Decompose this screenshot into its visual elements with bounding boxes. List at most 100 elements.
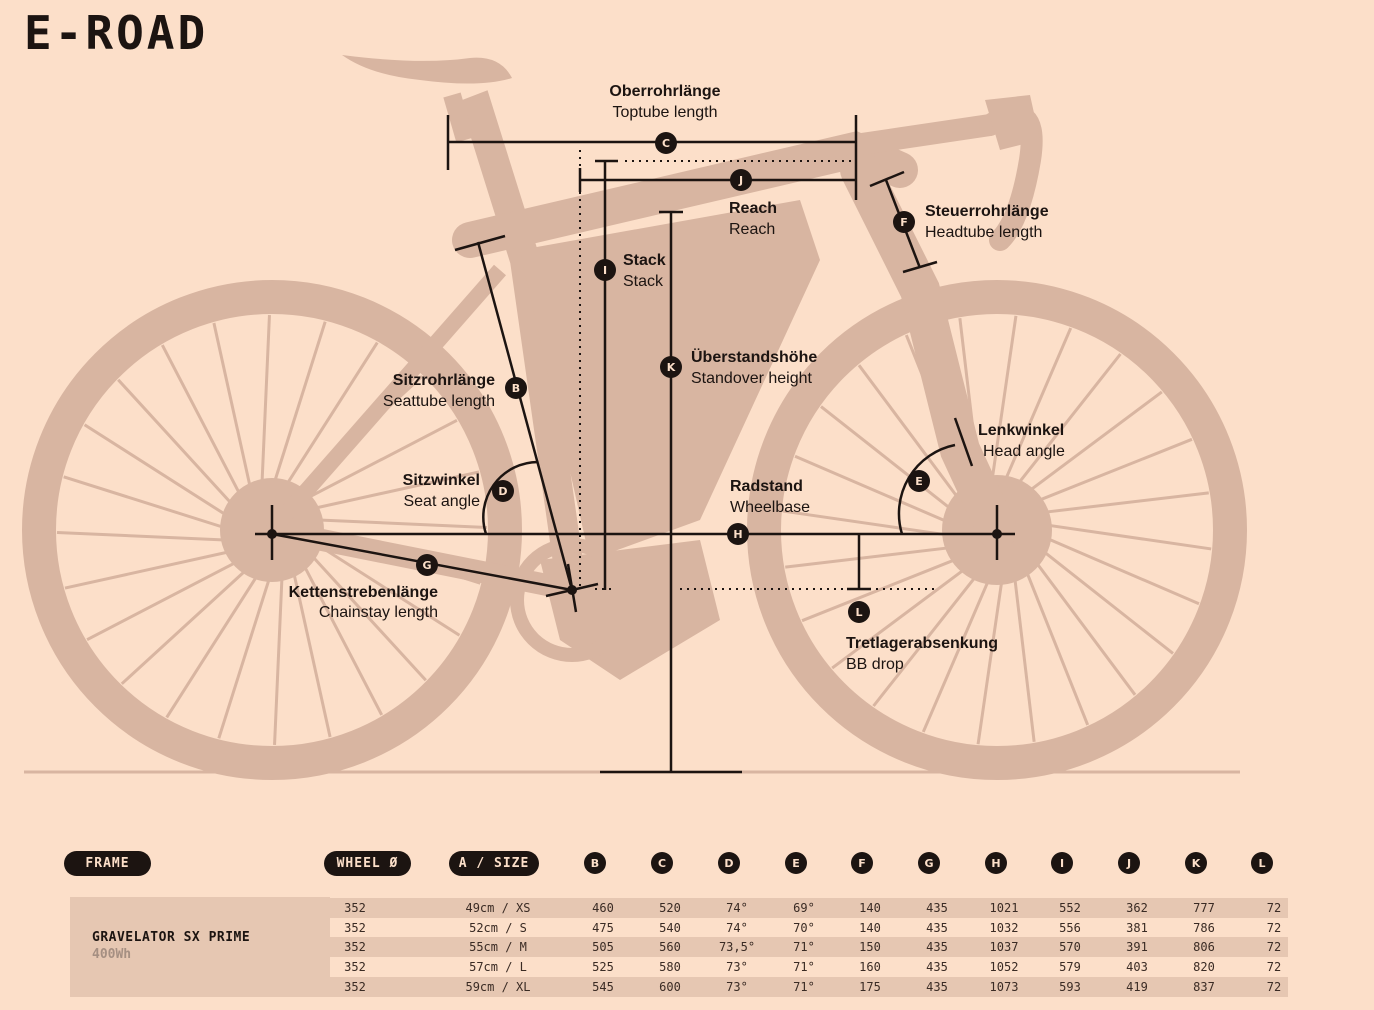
label-f-en: Headtube length — [925, 224, 1042, 241]
label-g-en: Chainstay length — [319, 604, 438, 621]
column-header-c: C — [651, 852, 673, 874]
badge-j — [730, 169, 752, 191]
label-i-en: Stack — [623, 273, 664, 290]
cell-j: 381 — [1126, 920, 1148, 935]
cell-j: 403 — [1126, 960, 1148, 975]
cell-c: 520 — [659, 901, 681, 915]
label-g-de: Kettenstrebenlänge — [289, 584, 438, 601]
cell-size: 52cm / S — [469, 920, 527, 935]
svg-text:J: J — [738, 174, 743, 187]
frame-header: FRAME — [64, 851, 151, 876]
label-b-en: Seattube length — [383, 393, 495, 410]
cell-h: 1021 — [989, 901, 1019, 915]
cell-b: 505 — [592, 940, 614, 955]
badge-i — [594, 259, 616, 281]
label-c-de: Oberrohrlänge — [609, 83, 720, 100]
cell-i: 552 — [1059, 901, 1081, 915]
svg-text:K: K — [667, 361, 676, 374]
column-header-e: E — [785, 852, 807, 874]
cell-b: 475 — [592, 920, 614, 935]
label-h-en: Wheelbase — [730, 499, 810, 516]
cell-i: 593 — [1059, 979, 1081, 994]
label-j-en: Reach — [729, 221, 775, 238]
dimension-badges: C J I F K B E D H G L — [416, 132, 930, 623]
label-h-de: Radstand — [730, 478, 803, 495]
cell-e: 70° — [793, 920, 815, 935]
svg-text:C: C — [662, 137, 670, 150]
column-header-j: J — [1118, 852, 1140, 874]
label-e-en: Head angle — [983, 443, 1065, 460]
cell-h: 1032 — [989, 920, 1019, 935]
badge-b — [505, 377, 527, 399]
cell-e: 71° — [793, 940, 815, 955]
cell-f: 140 — [859, 920, 881, 935]
badge-e — [908, 470, 930, 492]
badge-k — [660, 356, 682, 378]
cell-d: 73° — [726, 960, 748, 975]
cell-b: 545 — [592, 979, 614, 994]
cell-e: 71° — [793, 960, 815, 975]
svg-text:D: D — [498, 485, 507, 498]
cell-h: 1037 — [989, 940, 1019, 955]
svg-text:B: B — [512, 382, 520, 395]
svg-text:H: H — [733, 528, 742, 541]
dimension-labels: Oberrohrlänge Toptube length Reach Reach… — [289, 83, 1065, 673]
cell-k: 786 — [1193, 920, 1215, 935]
column-header-d: D — [718, 852, 740, 874]
wheel-header: WHEEL Ø — [324, 851, 411, 876]
cell-j: 362 — [1126, 901, 1148, 915]
cell-j: 391 — [1126, 940, 1148, 955]
svg-text:F: F — [900, 216, 908, 229]
cell-i: 556 — [1059, 920, 1081, 935]
column-header-b: B — [584, 852, 606, 874]
label-k-de: Überstandshöhe — [691, 347, 817, 366]
cell-g: 435 — [926, 960, 948, 975]
cell-wheel: 352 — [344, 920, 366, 935]
cell-l: 72 — [1266, 920, 1282, 935]
badge-h — [727, 523, 749, 545]
column-header-f: F — [851, 852, 873, 874]
cell-k: 777 — [1193, 901, 1215, 915]
column-header-h: H — [985, 852, 1007, 874]
cell-f: 160 — [859, 960, 881, 975]
cell-j: 419 — [1126, 979, 1148, 994]
cell-d: 74° — [726, 920, 748, 935]
cell-size: 57cm / L — [469, 960, 527, 975]
model-name: GRAVELATOR SX PRIME — [92, 930, 251, 945]
size-header: A / SIZE — [449, 851, 539, 876]
svg-text:I: I — [603, 264, 607, 277]
label-l-de: Tretlagerabsenkung — [846, 635, 998, 652]
badge-d — [492, 480, 514, 502]
cell-l: 72 — [1266, 940, 1282, 955]
cell-d: 73,5° — [718, 940, 756, 955]
label-c-en: Toptube length — [613, 104, 718, 121]
cell-l: 72 — [1266, 960, 1282, 975]
cell-i: 570 — [1059, 940, 1081, 955]
column-header-l: L — [1251, 852, 1273, 874]
cell-wheel: 352 — [344, 901, 366, 915]
column-header-i: I — [1051, 852, 1073, 874]
cell-k: 820 — [1193, 960, 1215, 975]
cell-k: 837 — [1193, 979, 1215, 994]
cell-c: 560 — [659, 940, 681, 955]
cell-d: 73° — [726, 979, 748, 994]
model-block: GRAVELATOR SX PRIME 400Wh — [70, 897, 330, 997]
cell-f: 140 — [859, 901, 881, 915]
label-k-en: Standover height — [691, 370, 813, 387]
cell-g: 435 — [926, 979, 948, 994]
badge-g — [416, 554, 438, 576]
cell-f: 150 — [859, 940, 881, 955]
label-d-en: Seat angle — [403, 493, 480, 510]
cell-e: 69° — [793, 901, 815, 915]
cell-h: 1052 — [989, 960, 1019, 975]
svg-text:L: L — [855, 606, 862, 619]
cell-c: 540 — [659, 920, 681, 935]
cell-b: 460 — [592, 901, 614, 915]
cell-c: 600 — [659, 979, 681, 994]
model-battery: 400Wh — [92, 947, 132, 962]
bike-silhouette — [22, 55, 1247, 780]
label-i-de: Stack — [623, 252, 666, 269]
